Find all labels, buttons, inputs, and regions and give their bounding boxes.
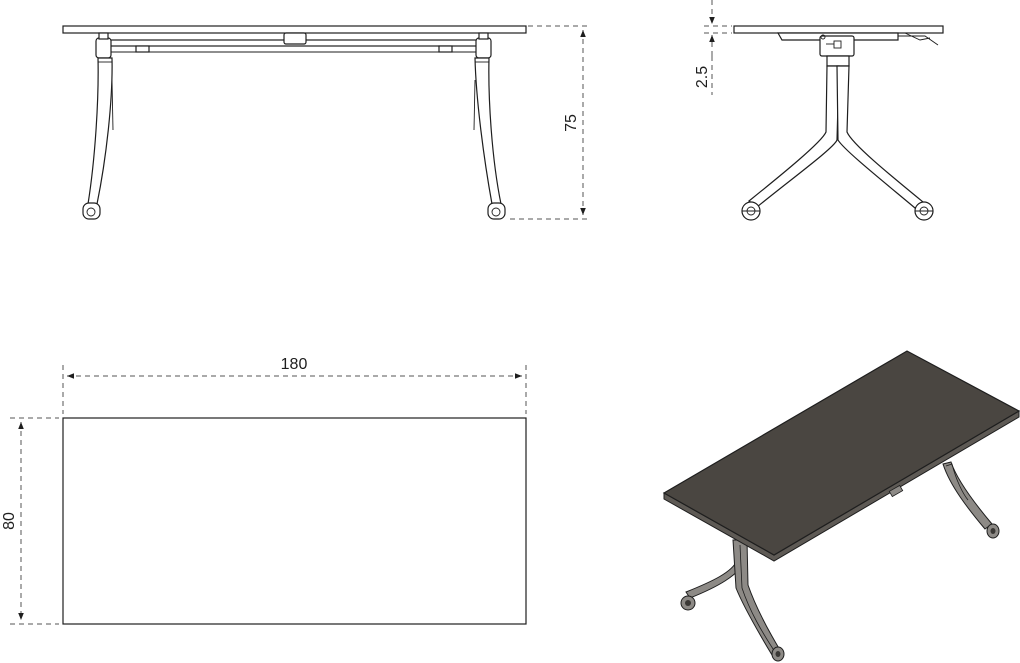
dim-height-label: 75 [563, 114, 580, 132]
front-view: 75 [62, 25, 590, 220]
iso-center-latch [888, 484, 904, 498]
top-view-tabletop [62, 417, 527, 625]
side-view-flip-lever [898, 32, 939, 46]
side-view-right-leg [836, 65, 924, 209]
front-view-right-caster [487, 202, 506, 220]
front-view-left-hinge [95, 37, 112, 59]
dim-length-label: 180 [281, 356, 308, 373]
iso-front-left-caster [680, 595, 696, 611]
dim-width-label: 80 [1, 512, 18, 530]
side-view-head-block [819, 35, 855, 57]
iso-front-right-caster [771, 646, 785, 662]
front-view-right-leg [474, 57, 502, 205]
front-view-tabletop [62, 25, 527, 34]
iso-tabletop-surface [662, 350, 1020, 556]
side-view: 2.5 [694, 0, 944, 221]
top-view: 180 80 [1, 356, 527, 625]
front-view-right-hinge [475, 37, 492, 59]
front-view-left-leg [87, 57, 113, 205]
side-view-tabletop [733, 25, 944, 34]
isometric-view [662, 350, 1020, 662]
iso-back-leg [942, 461, 993, 530]
front-view-left-caster [82, 202, 101, 220]
dim-top-thickness-label: 2.5 [694, 66, 711, 88]
side-view-left-leg [748, 65, 840, 208]
iso-back-caster [986, 523, 1000, 539]
side-view-left-caster [741, 201, 761, 221]
side-view-right-caster [914, 201, 934, 221]
front-view-center-latch [283, 32, 307, 45]
